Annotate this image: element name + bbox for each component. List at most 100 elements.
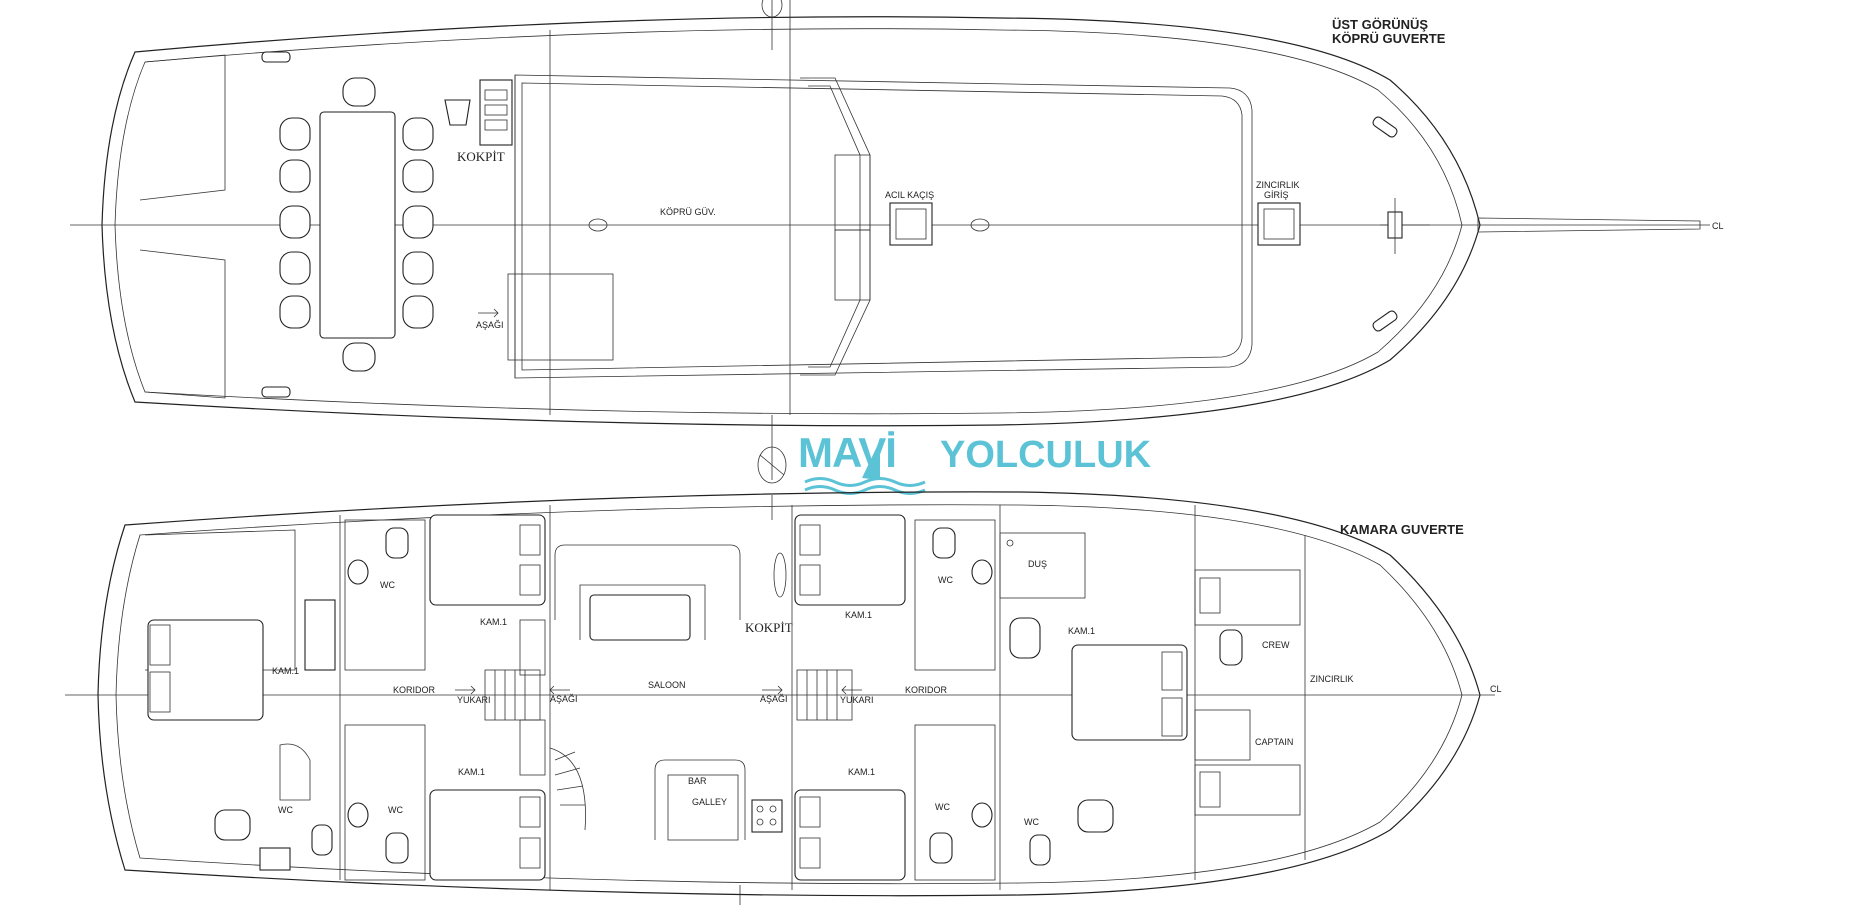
logo-brand-a: MAVİ [798,429,896,476]
top-chairs-right [402,117,434,329]
top-dining-table [319,111,396,339]
top-bridge-label: KÖPRÜ GÜV. [660,207,716,217]
cab1-pillow [519,564,541,596]
fwd-up-arrow [841,685,862,695]
cab1-wardrobe [519,619,546,676]
shower-label: DUŞ [1028,559,1047,569]
vip-toilet [1029,834,1051,866]
corridor-aft-label: KORIDOR [393,685,436,695]
top-chain-hatch [1257,202,1301,246]
cab3-label: KAM.1 [845,610,872,620]
top-chain-hatch-inner [1263,208,1295,240]
corridor-fwd-label: KORIDOR [905,685,948,695]
top-cleat [1372,116,1398,138]
bottom-hull-outline [97,491,1481,897]
captain-bunk [1194,764,1301,816]
captain-pillow [1199,771,1221,808]
cab3-pillow [799,524,821,556]
aft-pillow [149,624,171,666]
bar-label: BAR [688,776,707,786]
vip-seat [1077,799,1114,833]
top-chair [279,251,311,285]
bottom-title: KAMARA GUVERTE [1340,522,1464,537]
cab2-wc-label: WC [388,805,403,815]
bottom-cockpit-label: KOKPİT [745,620,793,635]
crew-label: CREW [1262,640,1290,650]
cab1-wc-label: WC [380,580,395,590]
top-emergency-hatch-inner [895,208,927,240]
aft-door-swing [279,743,311,801]
aft-bed [147,619,264,721]
top-windscreen-pane-1 [834,154,871,231]
vip-chair [1009,617,1041,659]
aft-stairs [484,669,541,721]
cab2-toilet [385,832,409,864]
cab2-wc-room [344,724,426,881]
saloon-down-arrow-fwd [762,685,783,695]
top-chair [279,295,311,329]
vip-pillow [1161,697,1183,737]
top-chair [402,205,434,239]
aft-wc-label: WC [278,805,293,815]
top-bowsprit [1477,217,1701,233]
cab4-pillow [799,796,821,828]
top-helm-instr-2 [484,104,508,116]
top-chair [402,251,434,285]
top-chair-head [342,77,376,107]
top-chair [402,159,434,193]
saloon-down-label-aft: AŞAĞI [550,694,578,704]
bottom-cl-label: CL [1490,684,1502,694]
cab4-wc-room [914,724,996,881]
top-windscreen-inner [808,85,861,368]
logo-wave-icon [804,477,926,487]
top-windscreen-pane-2 [834,229,871,301]
spiral-stair [549,747,586,831]
top-cleat [261,386,291,398]
top-helm-instr-3 [484,119,508,131]
bottom-helm [773,552,787,598]
brand-logo: MAVİ YOLCULUK [798,429,1152,495]
saloon-settee [554,544,741,620]
cab1-label: KAM.1 [480,617,507,627]
galley-stove [751,799,783,833]
cab3-wc-room [914,519,996,671]
stove-burner [769,818,777,826]
saloon-settee-inner [579,584,706,640]
top-stair-hatch [507,273,614,361]
top-helm-instr-1 [484,89,508,101]
aft-toilet [311,824,333,856]
top-transom [139,54,226,201]
crew-bunk-upper [1194,569,1301,626]
cab3-toilet [932,527,956,559]
shower-room [999,532,1086,599]
top-chair [279,117,311,151]
cab2-label: KAM.1 [458,767,485,777]
top-chain-label-2: GİRİŞ [1264,190,1289,200]
saloon-table [589,594,691,641]
bottom-view: CL KAM.1 WC WC KAM.1 WC [65,491,1502,905]
captain-room [1194,709,1251,761]
cab3-basin [971,559,993,585]
aft-basin [259,847,291,871]
saloon-label: SALOON [648,680,686,690]
stove-burner [756,818,764,826]
top-title-2: KÖPRÜ GUVERTE [1332,31,1446,46]
vip-pillow [1161,651,1183,691]
top-down-label: AŞAĞI [476,320,504,330]
cab1-toilet [385,527,409,559]
cab4-label: KAM.1 [848,767,875,777]
aft-up-arrow [455,685,476,695]
logo-brand-b: YOLCULUK [940,434,1152,476]
stove-burner [756,805,764,813]
bottom-hull-inner [115,504,1463,885]
aft-cabin-label: KAM.1 [272,666,299,676]
cab1-bed [429,514,546,606]
cab1-basin [347,559,369,585]
vip-cabin-label: KAM.1 [1068,626,1095,636]
cab2-pillow [519,837,541,869]
top-cockpit-label: KOKPİT [457,149,505,164]
spiral-steps [554,751,585,806]
saloon-down-label-fwd: AŞAĞI [760,694,788,704]
top-emergency-label: ACIL KAÇIŞ [885,190,934,200]
